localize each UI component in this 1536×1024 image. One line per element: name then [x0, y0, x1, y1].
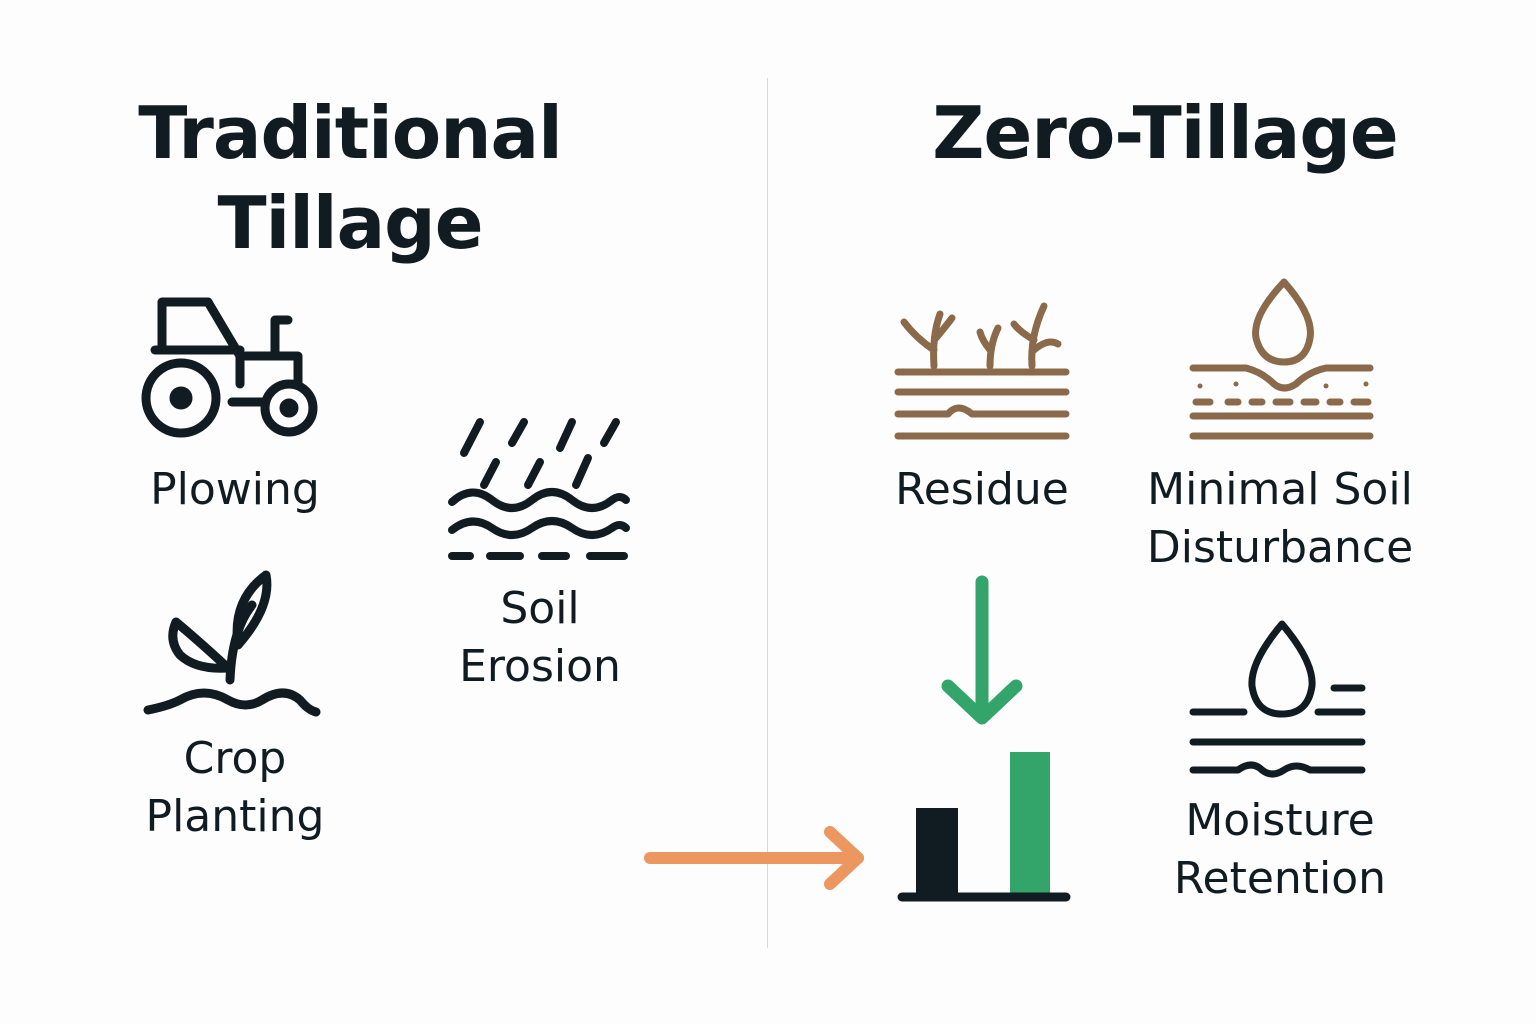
label-minimal-soil-disturbance-line-2: Disturbance: [1146, 522, 1414, 573]
label-crop-planting: Crop Planting: [110, 730, 360, 846]
title-traditional-line-1: Traditional: [138, 91, 563, 175]
bar-chart-bar-dark: [916, 808, 958, 894]
label-moisture-retention: Moisture Retention: [1130, 792, 1430, 908]
sprout-icon: [143, 570, 321, 717]
water-drop-icon: [1189, 620, 1366, 778]
center-divider: [767, 78, 768, 948]
tractor-icon: [141, 297, 318, 438]
label-crop-planting-line-1: Crop: [183, 733, 287, 784]
title-traditional-line-2: Tillage: [217, 181, 483, 265]
arrow-right-icon: [644, 826, 864, 890]
label-plowing: Plowing: [150, 464, 320, 515]
crop-residue-icon: [894, 302, 1070, 440]
label-soil-erosion-line-2: Erosion: [459, 641, 621, 692]
label-crop-planting-line-2: Planting: [145, 791, 325, 842]
title-zero-tillage: Zero-Tillage: [932, 91, 1398, 175]
label-residue: Residue: [895, 464, 1069, 515]
label-minimal-soil-disturbance-line-1: Minimal Soil: [1147, 464, 1413, 515]
soil-drop-icon: [1189, 278, 1374, 440]
bar-chart-icon: [897, 752, 1071, 902]
label-minimal-soil-disturbance: Minimal Soil Disturbance: [1130, 461, 1430, 577]
label-soil-erosion: Soil Erosion: [420, 580, 660, 696]
label-soil-erosion-line-1: Soil: [500, 583, 580, 634]
rain-erosion-icon: [448, 418, 630, 560]
title-traditional-tillage: Traditional Tillage: [100, 88, 600, 268]
arrow-down-icon: [941, 575, 1023, 725]
label-moisture-retention-line-1: Moisture: [1185, 795, 1375, 846]
label-moisture-retention-line-2: Retention: [1173, 853, 1387, 904]
bar-chart-bar-green: [1010, 752, 1050, 894]
